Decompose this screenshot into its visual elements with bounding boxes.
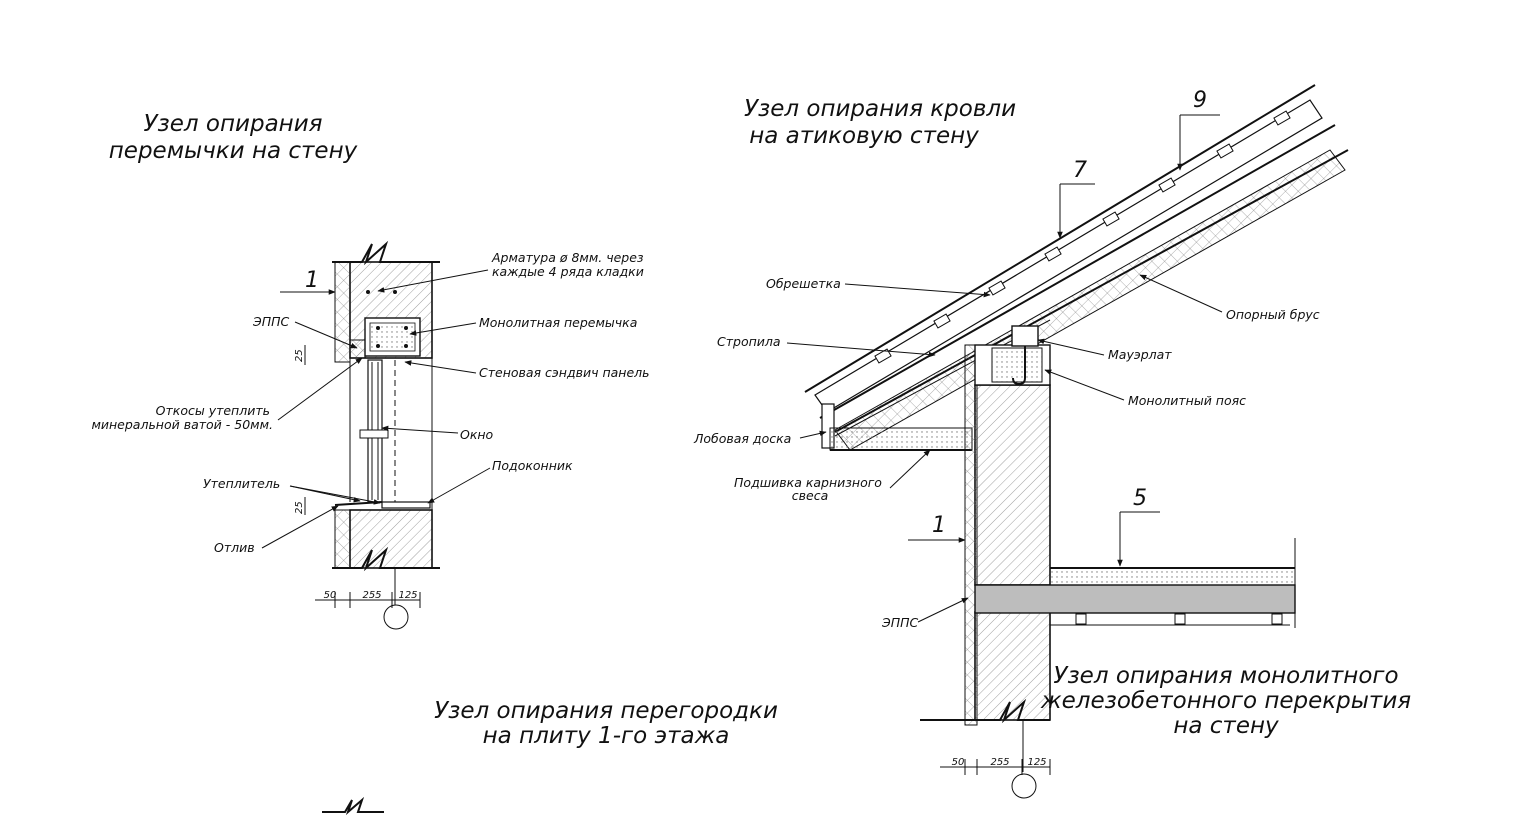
battens-label: Обрешетка	[766, 276, 841, 291]
roof-title-line2: на атиковую стену	[749, 123, 979, 149]
slab-dim-50: 50	[952, 757, 965, 768]
lintel-outer-insulation	[334, 261, 351, 363]
lintel-detail: 50 255 125 25 25 1 Арматура ø 8мм. через…	[91, 240, 650, 630]
slopes-label-line1: Откосы утеплить	[156, 403, 270, 418]
lintel-dim-255: 255	[362, 590, 381, 601]
drip-label: Отлив	[214, 540, 255, 555]
rebar-label-line1: Арматура ø 8мм. через	[491, 250, 644, 265]
roof-title-line1: Узел опирания кровли	[744, 96, 1016, 122]
partition-title-line2: на плиту 1-го этажа	[483, 723, 730, 749]
floor-screed	[1049, 567, 1296, 586]
sandwich-panel-label: Стеновая сэндвич панель	[479, 365, 650, 380]
window-label: Окно	[460, 427, 494, 442]
monolithic-lintel-label: Монолитная перемычка	[479, 315, 637, 330]
belt-core	[991, 347, 1043, 383]
partition-title-line1: Узел опирания перегородки	[434, 698, 778, 724]
lintel-epps	[349, 339, 366, 359]
lower-wall	[974, 611, 1051, 721]
lintel-lower-insulation	[334, 509, 351, 569]
sill-label: Подоконник	[492, 458, 573, 473]
lintel-axis-bubble	[383, 604, 409, 630]
slopes-label-line2: минеральной ватой - 50мм.	[91, 417, 273, 432]
soffit-label-line1: Подшивка карнизного	[734, 475, 882, 490]
mauerlat	[1011, 325, 1039, 347]
rafter-label: Стропила	[717, 334, 781, 349]
rebar-label-line2: каждые 4 ряда кладки	[492, 264, 644, 279]
lintel-vdim-top: 25	[294, 349, 305, 362]
support-beam-label: Опорный брус	[1226, 307, 1320, 322]
roof-detail: 50 255 125 9 7 1 5 Обрешетка Стропила Ло…	[693, 84, 1349, 799]
fascia-label: Лобовая доска	[693, 431, 791, 446]
slab-dim-125: 125	[1027, 757, 1046, 768]
roof-callout-9: 9	[1193, 88, 1207, 113]
partition-break-line	[322, 796, 384, 815]
mauerlat-label: Мауэрлат	[1108, 347, 1172, 362]
slab-dim-255: 255	[990, 757, 1009, 768]
anchor-bolt	[1012, 346, 1026, 386]
lintel-dim-50: 50	[324, 590, 337, 601]
lintel-callout-1: 1	[305, 268, 319, 293]
roof-callout-7: 7	[1073, 158, 1087, 183]
lintel-dim-125: 125	[398, 590, 417, 601]
lintel-lower-wall	[349, 509, 433, 569]
slab-title-line1: Узел опирания монолитного	[1053, 663, 1398, 689]
attic-wall	[974, 384, 1051, 586]
lintel-title-line2: перемычки на стену	[109, 138, 358, 164]
slab-callout-5: 5	[1133, 486, 1147, 511]
lintel-title-line1: Узел опирания	[144, 111, 323, 137]
lintel-vdim-bottom: 25	[294, 501, 305, 514]
lintel-break-top	[332, 240, 440, 266]
lintel-epps-label: ЭППС	[252, 314, 290, 329]
slab-title-line2: железобетонного перекрытия	[1040, 688, 1411, 714]
wall-epps-strip	[964, 344, 978, 726]
lintel-break-bottom	[332, 546, 440, 572]
wall-callout-1: 1	[932, 513, 946, 538]
soffit-label-line2: свеса	[792, 488, 828, 503]
mono-belt-label: Монолитный пояс	[1128, 393, 1246, 408]
roof-insulation-layer	[834, 149, 1346, 451]
wall-epps-label: ЭППС	[881, 615, 919, 630]
slab-break-bottom	[920, 698, 1050, 724]
batten-ticks	[874, 110, 1291, 364]
slab-axis-bubble	[1011, 773, 1037, 799]
insulation-label: Утеплитель	[203, 476, 280, 491]
floor-slab	[974, 584, 1296, 614]
partition-detail	[322, 796, 384, 815]
soffit	[829, 427, 973, 451]
slab-title-line3: на стену	[1173, 713, 1279, 739]
window-sill	[381, 501, 431, 509]
